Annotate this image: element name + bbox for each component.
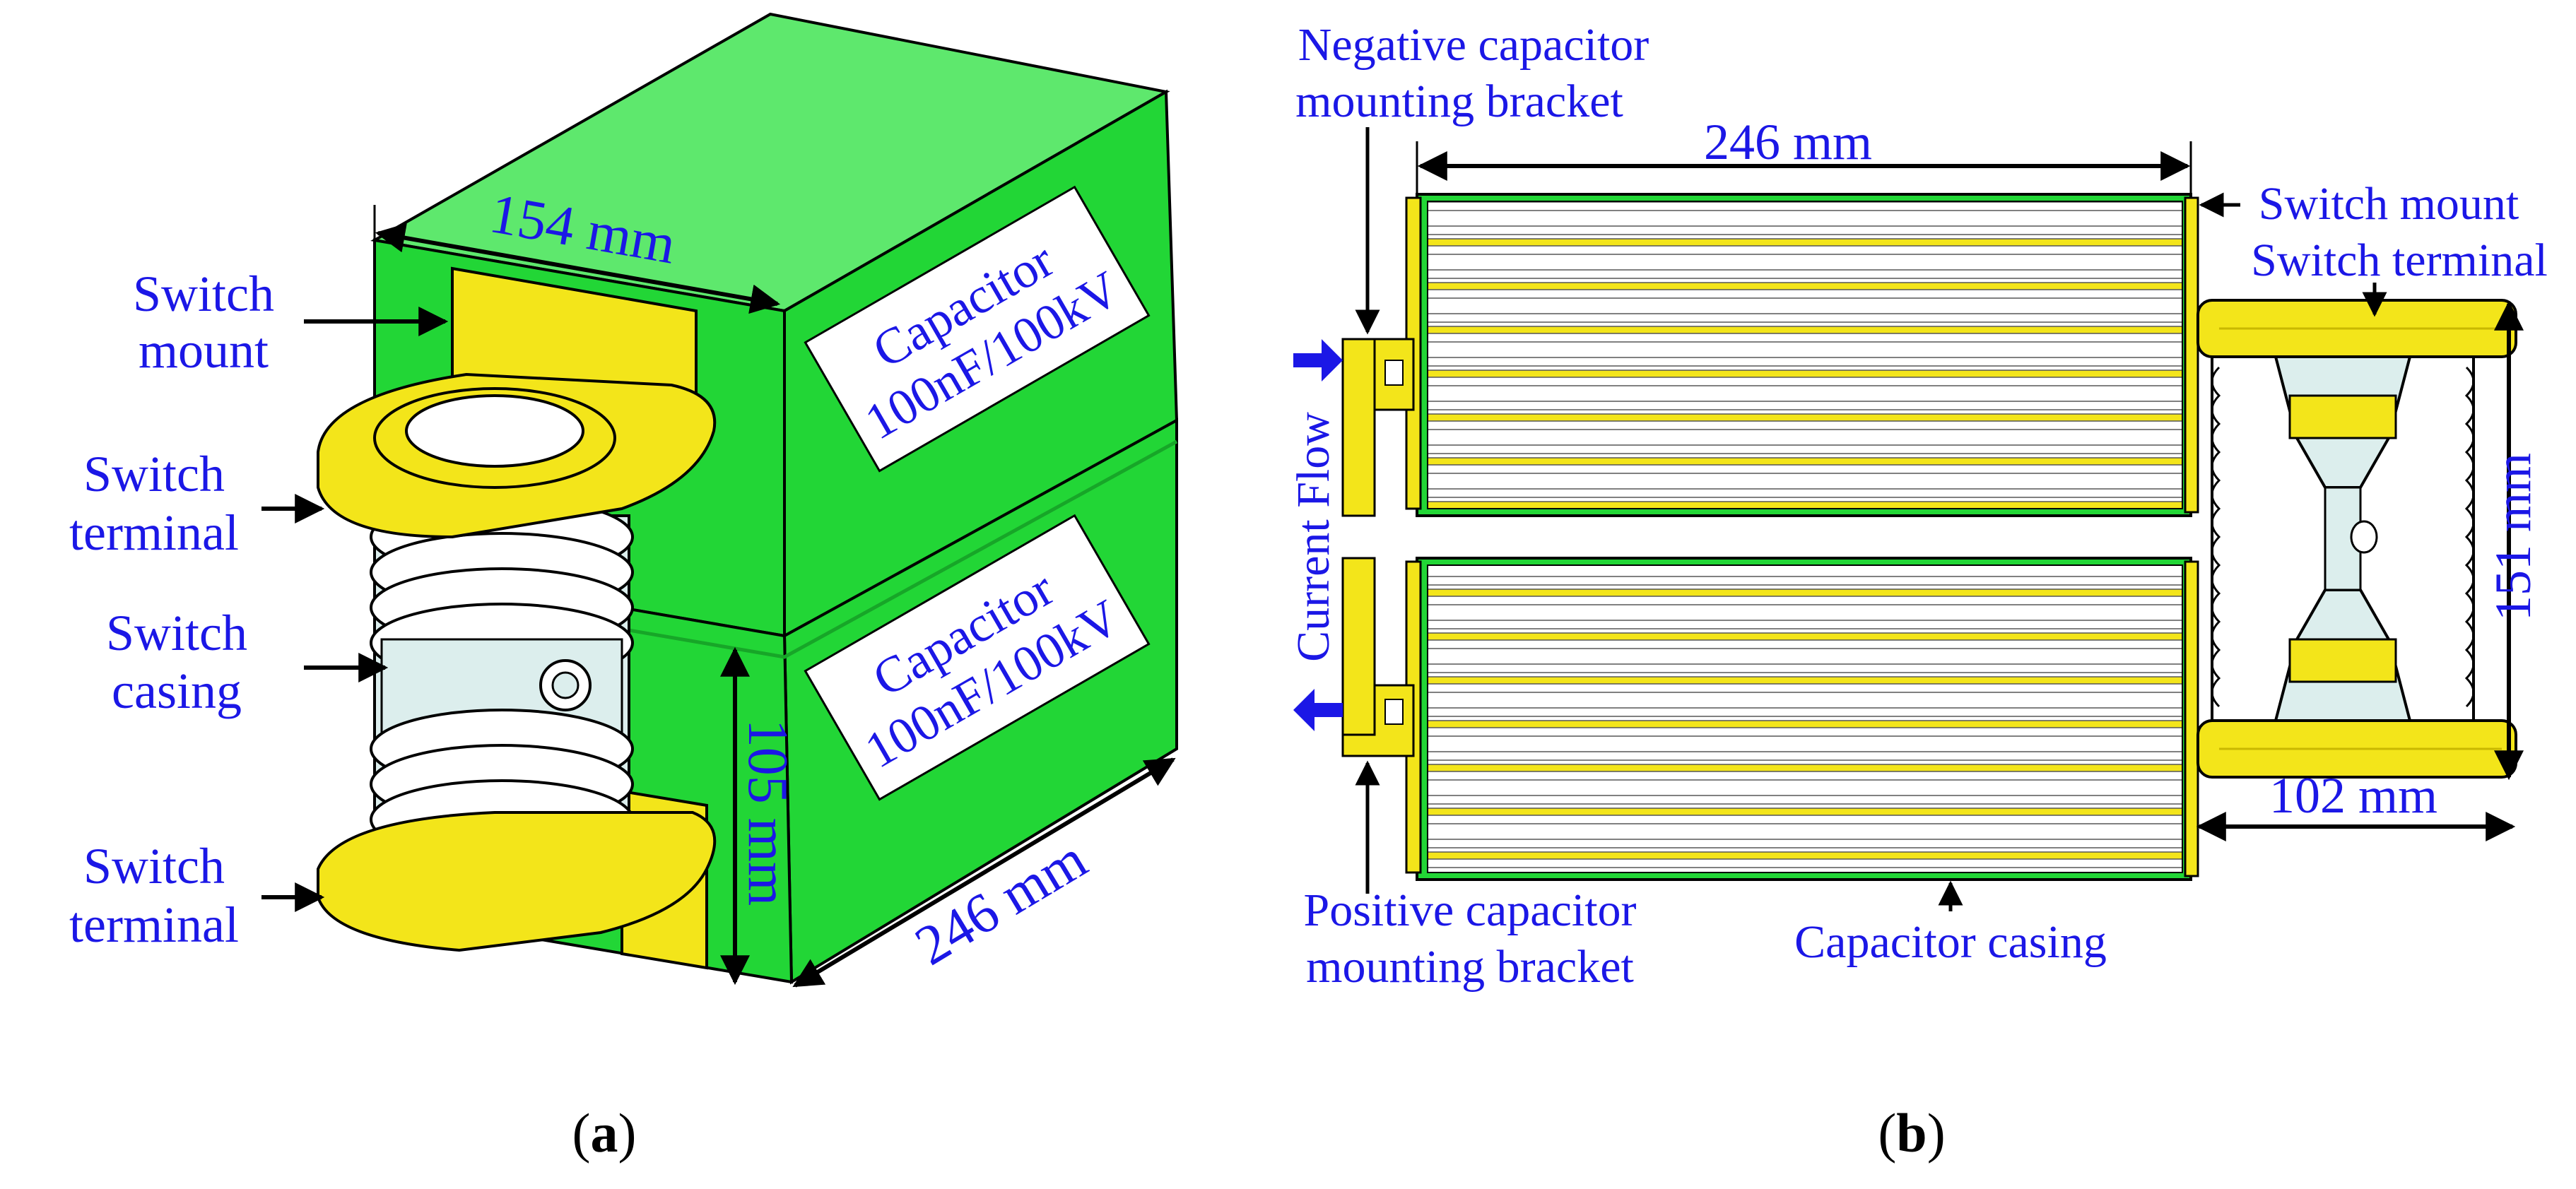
callout-terminal-upper-line2: terminal — [69, 504, 239, 561]
negative-mounting-bracket — [1341, 196, 1422, 517]
callout-casing-line2: casing — [112, 663, 242, 719]
dim-height-label: 105 mm — [736, 719, 799, 906]
callout-positive-bracket-line2: mounting bracket — [1306, 941, 1634, 993]
panel-b: 246 mm 151 mm 102 mm Negative capacitor … — [1288, 19, 2548, 1164]
switch-insulator-stack — [370, 497, 634, 860]
panel-a-label: (a) — [572, 1102, 637, 1164]
switch-terminal-upper — [317, 372, 717, 539]
b-dim-switch-label: 102 mm — [2269, 767, 2437, 824]
current-flow-out-arrow — [1293, 689, 1343, 731]
callout-switch-terminal: Switch terminal — [2251, 235, 2548, 286]
callout-terminal-upper-line1: Switch — [83, 446, 225, 502]
callout-switch-mount-line2: mount — [139, 322, 269, 379]
capacitor-casing-lower — [1416, 557, 2192, 881]
callout-capacitor-casing: Capacitor casing — [1794, 916, 2107, 968]
panel-b-label: (b) — [1878, 1102, 1945, 1164]
switch-mount-lower — [2184, 560, 2199, 877]
panel-a: Capacitor 100nF/100kV Capacitor 100nF/10… — [69, 12, 1179, 1164]
callout-terminal-lower-line2: terminal — [69, 897, 239, 953]
callout-terminal-lower-line1: Switch — [83, 838, 225, 894]
callout-current-flow: Current Flow — [1288, 412, 1339, 662]
callout-negative-bracket-line2: mounting bracket — [1295, 76, 1623, 127]
switch-assembly — [2196, 299, 2517, 779]
callout-switch-mount-line1: Switch — [133, 266, 274, 322]
callout-positive-bracket-line1: Positive capacitor — [1303, 885, 1636, 936]
positive-mounting-bracket — [1341, 557, 1422, 874]
switch-mount-upper — [2184, 196, 2199, 514]
b-dim-length-label: 246 mm — [1704, 114, 1872, 170]
b-dim-height-label: 151 mm — [2485, 453, 2541, 621]
callout-switch-mount: Switch mount — [2259, 178, 2519, 230]
switch-terminal-lower — [317, 811, 717, 952]
capacitor-casing-upper — [1416, 193, 2192, 517]
callout-negative-bracket-line1: Negative capacitor — [1298, 19, 1649, 71]
dim-length-line — [792, 757, 1176, 988]
dim-width-line — [375, 223, 781, 314]
current-flow-in-arrow — [1293, 339, 1343, 381]
callout-casing-line1: Switch — [106, 605, 247, 661]
